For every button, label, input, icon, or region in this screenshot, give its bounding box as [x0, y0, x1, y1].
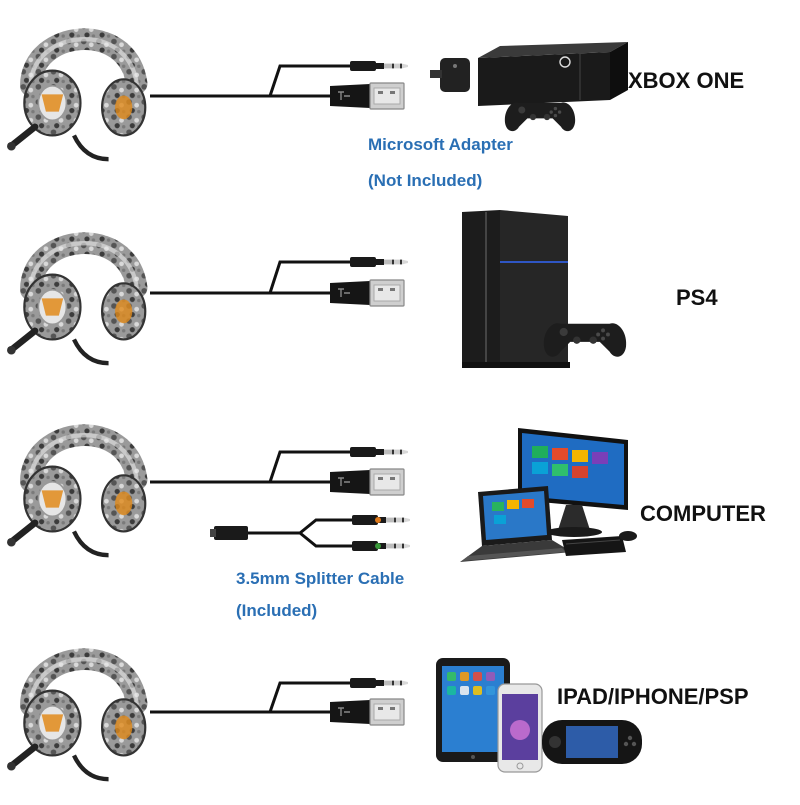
splitter-cable-icon [210, 515, 410, 551]
device-label-xbox: XBOX ONE [628, 68, 744, 93]
cable [150, 681, 350, 714]
headset-icon [7, 435, 145, 555]
device-label-ps4: PS4 [676, 285, 718, 310]
note-line-1-xbox: Microsoft Adapter [368, 135, 513, 154]
usb-plug-icon [329, 698, 405, 726]
audio-jack-icon [350, 61, 408, 71]
headset-icon [7, 243, 145, 363]
row-computer: COMPUTER 3.5mm Splitter Cable (Included) [7, 428, 766, 620]
xbox-controller-icon [504, 102, 576, 132]
device-label-mobile: IPAD/IPHONE/PSP [557, 684, 749, 709]
row-xbox: XBOX ONE Microsoft Adapter (Not Included… [7, 39, 744, 190]
cable [150, 64, 350, 98]
headset-icon [7, 659, 145, 779]
usb-plug-icon [329, 468, 405, 496]
mouse-icon [619, 531, 637, 541]
keyboard-icon [562, 536, 626, 556]
usb-plug-icon [329, 279, 405, 307]
device-label-computer: COMPUTER [640, 501, 766, 526]
cable [150, 260, 350, 295]
headset-icon [7, 39, 145, 159]
laptop-icon [460, 486, 572, 562]
cable [150, 450, 350, 484]
audio-jack-icon [350, 447, 408, 457]
ps4-controller-icon [543, 323, 627, 357]
psp-icon [542, 720, 642, 764]
xbox-console-icon [478, 42, 628, 106]
note-line-2-xbox: (Not Included) [368, 171, 482, 190]
xbox-adapter-icon [430, 58, 470, 92]
row-ps4: PS4 [7, 210, 718, 368]
note-line-1-computer: 3.5mm Splitter Cable [236, 569, 404, 588]
audio-jack-icon [350, 257, 408, 267]
row-mobile: IPAD/IPHONE/PSP [7, 658, 749, 779]
usb-plug-icon [329, 82, 405, 110]
tablet-icon [436, 658, 510, 762]
audio-jack-icon [350, 678, 408, 688]
note-line-2-computer: (Included) [236, 601, 317, 620]
smartphone-icon [497, 683, 543, 773]
